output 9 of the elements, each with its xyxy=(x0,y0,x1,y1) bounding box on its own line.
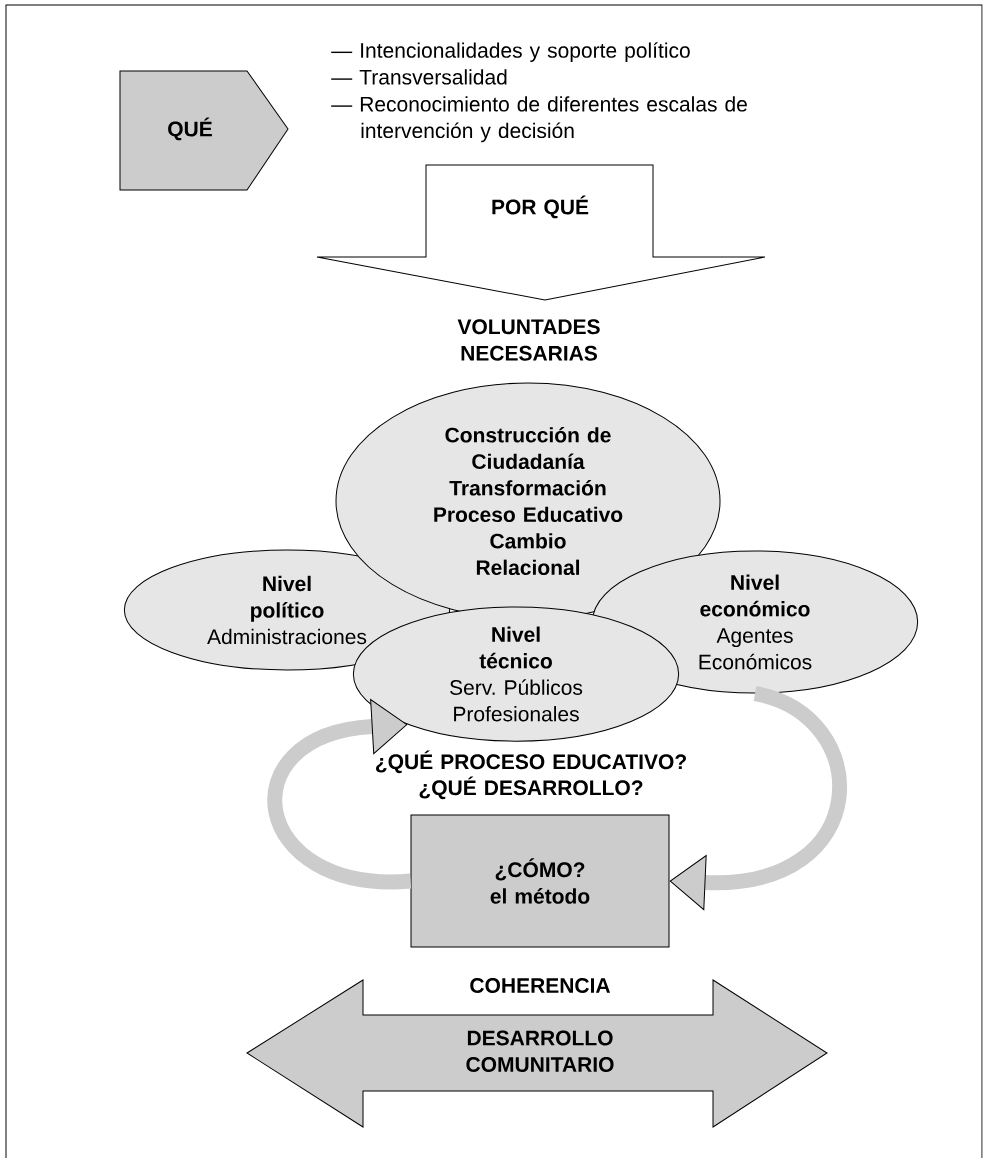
bullet-text: — Transversalidad xyxy=(331,69,507,85)
bullet-text: — Reconocimiento de diferentes escalas de intervención y decisión xyxy=(331,96,747,143)
curved-arrow xyxy=(669,686,847,911)
question-text: ¿QUÉ PROCESO EDUCATIVO? xyxy=(376,750,686,774)
method-box: ¿CÓMO? el método xyxy=(410,814,670,948)
question-text: ¿QUÉ DESARROLLO? xyxy=(419,776,643,800)
bullet-text: — Intencionalidades y soporte político xyxy=(331,42,690,62)
curved-arrow xyxy=(267,699,411,889)
heading-text: VOLUNTADES NECESARIAS xyxy=(457,319,600,361)
